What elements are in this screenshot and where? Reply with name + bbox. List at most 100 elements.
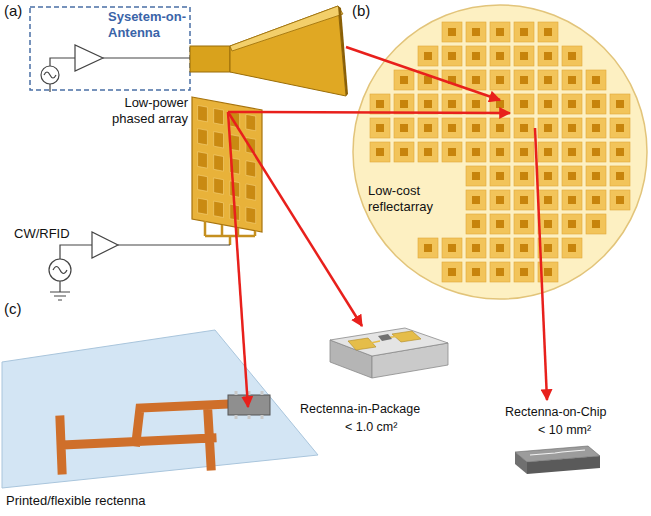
chip-traces [530, 450, 585, 455]
unit-cell-patch [616, 100, 624, 108]
unit-cell-patch [520, 28, 528, 36]
unit-cell [466, 22, 486, 42]
unit-cell-patch [520, 172, 528, 180]
unit-cell-patch [472, 244, 480, 252]
unit-cell-patch [568, 124, 576, 132]
unit-cell-patch [592, 148, 600, 156]
unit-cell [514, 214, 534, 234]
array-patch [214, 201, 224, 217]
unit-cell [466, 214, 486, 234]
beam-arrow [535, 128, 547, 400]
array-patch [214, 155, 224, 171]
unit-cell [538, 166, 558, 186]
amplifier-symbol [92, 232, 118, 258]
unit-cell-patch [448, 148, 456, 156]
panel-label: (c) [4, 300, 22, 318]
waveguide [190, 46, 230, 72]
array-patch [246, 184, 256, 200]
unit-cell-patch [472, 148, 480, 156]
unit-cell-patch [520, 124, 528, 132]
unit-cell-patch [472, 124, 480, 132]
unit-cell [514, 238, 534, 258]
unit-cell-patch [568, 52, 576, 60]
array-patch [246, 138, 256, 154]
reflectarray: Low-cost reflectarray [353, 5, 647, 299]
unit-cell [394, 142, 414, 162]
wire [50, 245, 230, 300]
unit-cell-patch [544, 148, 552, 156]
unit-cell [442, 142, 462, 162]
unit-cell [562, 46, 582, 66]
unit-cell [490, 142, 510, 162]
unit-cell-patch [424, 244, 432, 252]
system-on-antenna: Sysetem-on-Antenna [28, 5, 348, 100]
unit-cell [538, 94, 558, 114]
package-top [330, 328, 448, 356]
array-patch [246, 207, 256, 223]
unit-cell [562, 118, 582, 138]
unit-cell-patch [448, 124, 456, 132]
unit-cell-patch [568, 148, 576, 156]
reflectarray-disc [353, 5, 647, 299]
unit-cell-patch [472, 76, 480, 84]
unit-cell-patch [544, 124, 552, 132]
array-patch [198, 198, 208, 214]
beam-arrow [228, 112, 362, 326]
unit-cell [466, 238, 486, 258]
node-label: Printed/flexible rectenna [6, 493, 216, 509]
node-label: Low-cost reflectarray [368, 183, 463, 214]
unit-cell-patch [496, 28, 504, 36]
unit-cell-patch [424, 124, 432, 132]
unit-cell-patch [616, 148, 624, 156]
unit-cell [466, 46, 486, 66]
chip-rectenna: Rectenna-on-Chip< 10 mm² [500, 402, 645, 482]
unit-cell [442, 46, 462, 66]
unit-cell-patch [400, 148, 408, 156]
unit-cell-patch [544, 28, 552, 36]
sine-symbol [53, 267, 67, 274]
unit-cell-patch [520, 220, 528, 228]
unit-cell-patch [496, 244, 504, 252]
unit-cell-patch [472, 196, 480, 204]
horn-face [230, 6, 343, 51]
unit-cell [538, 46, 558, 66]
unit-cell-patch [496, 148, 504, 156]
unit-cell-patch [616, 196, 624, 204]
unit-cell-patch [616, 172, 624, 180]
unit-cell [610, 118, 630, 138]
array-patch [198, 152, 208, 168]
unit-cell [562, 190, 582, 210]
sine-symbol [44, 72, 56, 78]
unit-cell [586, 118, 606, 138]
unit-cell-patch [520, 268, 528, 276]
unit-cell-patch [496, 268, 504, 276]
unit-cell-patch [568, 76, 576, 84]
unit-cell-patch [544, 76, 552, 84]
unit-cell [490, 214, 510, 234]
unit-cell-patch [496, 100, 504, 108]
unit-cell [394, 94, 414, 114]
unit-cell-patch [544, 268, 552, 276]
unit-cell-patch [496, 52, 504, 60]
unit-cell-patch [400, 76, 408, 84]
unit-cell-patch [496, 124, 504, 132]
unit-cell [442, 94, 462, 114]
unit-cell [514, 94, 534, 114]
unit-cell-patch [616, 124, 624, 132]
unit-cell [586, 70, 606, 90]
unit-cell [442, 22, 462, 42]
horn-mouth [338, 6, 348, 96]
unit-cell [466, 70, 486, 90]
unit-cell [370, 94, 390, 114]
unit-cell [442, 262, 462, 282]
unit-cell-patch [544, 52, 552, 60]
unit-cell [394, 118, 414, 138]
unit-cell-patch [568, 244, 576, 252]
unit-cell [538, 190, 558, 210]
unit-cell [610, 94, 630, 114]
unit-cell [514, 166, 534, 186]
unit-cell [490, 118, 510, 138]
unit-cell-patch [496, 220, 504, 228]
unit-cell [370, 142, 390, 162]
